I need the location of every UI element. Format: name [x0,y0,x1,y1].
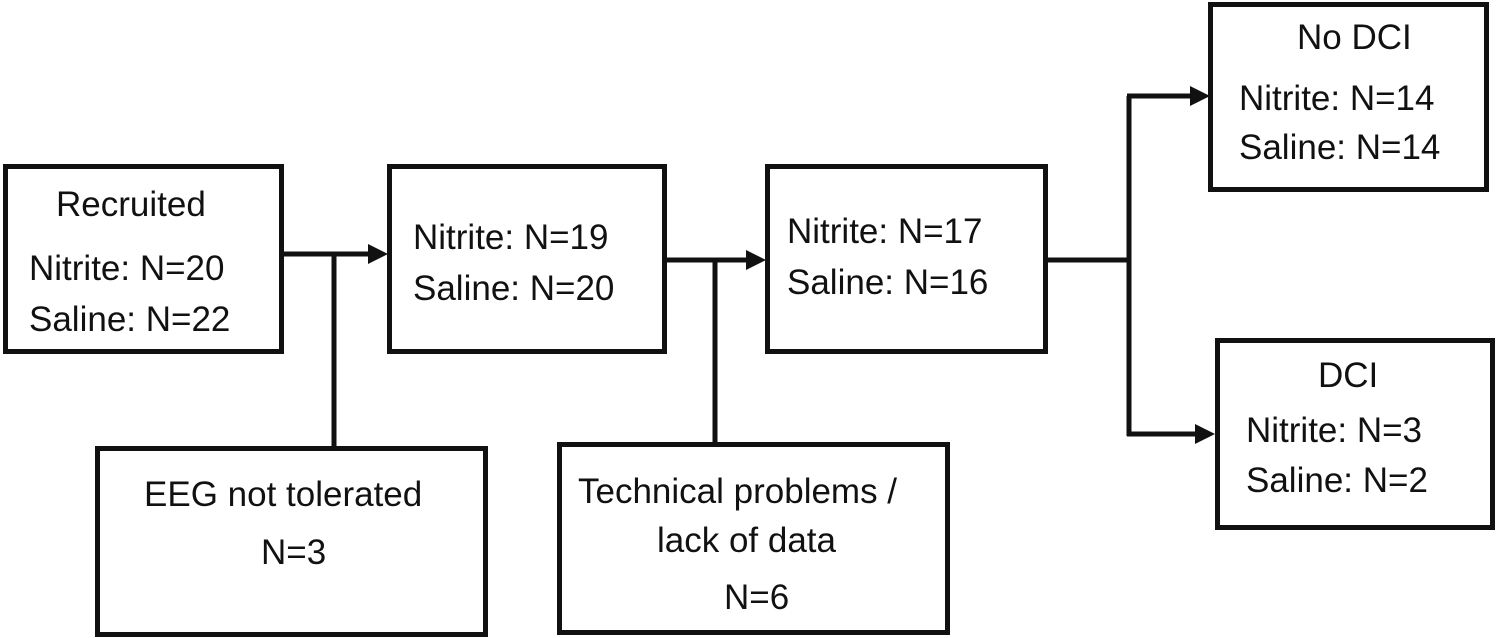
stage2-nitrite-count: Nitrite: N=19 [413,218,609,257]
dci-title: DCI [1318,356,1379,395]
dci-box: DCI Nitrite: N=3 Saline: N=2 [1215,338,1495,530]
arrowhead-stage3 [746,250,766,270]
technical-exclusion-box: Technical problems / lack of data N=6 [557,442,950,635]
recruited-saline-count: Saline: N=22 [29,300,231,339]
stage2-saline-count: Saline: N=20 [413,269,615,308]
recruited-box: Recruited Nitrite: N=20 Saline: N=22 [3,164,284,354]
arrowhead-stage2 [368,244,388,264]
eeg-exclusion-box: EEG not tolerated N=3 [95,446,488,637]
stage3-box: Nitrite: N=17 Saline: N=16 [765,164,1048,354]
dci-saline-count: Saline: N=2 [1246,461,1428,500]
no-dci-title: No DCI [1297,18,1412,57]
recruited-nitrite-count: Nitrite: N=20 [29,249,225,288]
no-dci-saline-count: Saline: N=14 [1239,128,1441,167]
stage2-box: Nitrite: N=19 Saline: N=20 [387,164,667,354]
technical-exclusion-count: N=6 [724,578,790,617]
dci-nitrite-count: Nitrite: N=3 [1246,411,1423,450]
recruited-title: Recruited [56,185,206,224]
eeg-exclusion-count: N=3 [261,533,327,572]
technical-exclusion-reason-line1: Technical problems / [578,472,898,511]
stage3-saline-count: Saline: N=16 [787,263,989,302]
stage3-nitrite-count: Nitrite: N=17 [787,212,983,251]
eeg-exclusion-reason: EEG not tolerated [144,475,423,514]
arrowhead-dci [1195,424,1215,444]
technical-exclusion-reason-line2: lack of data [657,521,836,560]
no-dci-box: No DCI Nitrite: N=14 Saline: N=14 [1208,2,1489,192]
no-dci-nitrite-count: Nitrite: N=14 [1239,79,1435,118]
arrowhead-no-dci [1190,86,1210,106]
